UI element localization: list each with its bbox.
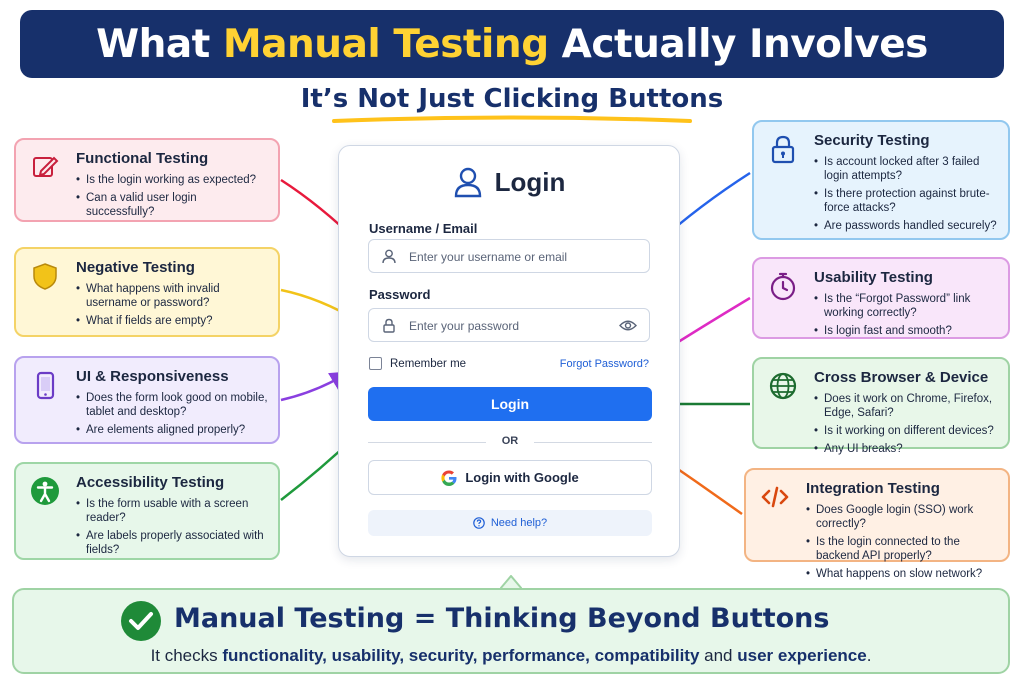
remember-checkbox[interactable] xyxy=(369,357,382,370)
list-item: Is there protection against brute-force … xyxy=(814,187,998,215)
card-title: Security Testing xyxy=(814,132,930,149)
username-label: Username / Email xyxy=(369,221,478,236)
page-title: What Manual Testing Actually Involves xyxy=(96,21,928,67)
card-usability-testing: Usability Testing Is the “Forgot Passwor… xyxy=(752,257,1010,339)
list-item: Can a valid user login successfully? xyxy=(76,191,268,219)
lock-icon xyxy=(383,318,395,333)
list-item: Any UI breaks? xyxy=(814,442,998,456)
summary-headline: Manual Testing = Thinking Beyond Buttons xyxy=(174,603,830,634)
card-accessibility-testing: Accessibility Testing Is the form usable… xyxy=(14,462,280,560)
login-title: Login xyxy=(494,166,566,197)
list-item: Is login fast and smooth? xyxy=(814,324,998,338)
card-title: UI & Responsiveness xyxy=(76,368,229,385)
banner-notch xyxy=(500,575,522,589)
list-item: Is the login connected to the backend AP… xyxy=(806,535,998,563)
login-form: Login Username / Email Enter your userna… xyxy=(338,145,680,557)
summary-text: It checks functionality, usability, secu… xyxy=(150,646,872,665)
card-negative-testing: Negative Testing What happens with inval… xyxy=(14,247,280,337)
eye-icon[interactable] xyxy=(619,319,637,332)
list-item: What happens with invalid username or pa… xyxy=(76,282,268,310)
check-icon xyxy=(121,601,161,641)
username-placeholder: Enter your username or email xyxy=(409,250,568,264)
card-title: Negative Testing xyxy=(76,259,195,276)
or-divider: OR xyxy=(368,435,652,449)
list-item: What if fields are empty? xyxy=(76,314,268,328)
list-item: Is the “Forgot Password” link working co… xyxy=(814,292,998,320)
card-ui-responsiveness: UI & Responsiveness Does the form look g… xyxy=(14,356,280,444)
card-title: Accessibility Testing xyxy=(76,474,225,491)
help-icon xyxy=(473,517,485,529)
help-label: Need help? xyxy=(490,517,548,529)
title-highlight: Manual Testing xyxy=(222,21,549,67)
remember-me[interactable]: Remember me xyxy=(369,357,466,370)
summary-banner: Manual Testing = Thinking Beyond Buttons… xyxy=(12,588,1010,674)
google-button-label: Login with Google xyxy=(465,470,579,485)
password-input[interactable]: Enter your password xyxy=(368,308,650,342)
list-item: Is the form usable with a screen reader? xyxy=(76,497,268,525)
google-login-button[interactable]: Login with Google xyxy=(368,460,652,495)
list-item: Are labels properly associated with fiel… xyxy=(76,529,268,557)
card-title: Usability Testing xyxy=(814,269,933,286)
google-icon xyxy=(441,470,457,486)
accessibility-icon xyxy=(31,477,59,505)
list-item: Are passwords handled securely? xyxy=(814,219,998,233)
code-icon xyxy=(761,486,789,508)
title-banner: What Manual Testing Actually Involves xyxy=(20,10,1004,78)
list-item: Does it work on Chrome, Firefox, Edge, S… xyxy=(814,392,998,420)
card-integration-testing: Integration Testing Does Google login (S… xyxy=(744,468,1010,581)
stopwatch-icon xyxy=(770,272,796,301)
login-header: Login xyxy=(339,166,679,198)
card-title: Cross Browser & Device xyxy=(814,369,989,386)
list-item: Is the login working as expected? xyxy=(76,173,268,187)
pencil-icon xyxy=(33,156,59,177)
remember-label: Remember me xyxy=(390,357,467,370)
login-button[interactable]: Login xyxy=(368,387,652,421)
username-input[interactable]: Enter your username or email xyxy=(368,239,650,273)
card-title: Functional Testing xyxy=(76,150,209,167)
user-icon xyxy=(454,167,481,198)
lock-icon xyxy=(771,135,795,164)
card-functional-testing: Functional Testing Is the login working … xyxy=(14,138,280,222)
list-item: Does the form look good on mobile, table… xyxy=(76,391,268,419)
subtitle-underline xyxy=(332,115,692,123)
list-item: Does Google login (SSO) work correctly? xyxy=(806,503,998,531)
card-security-testing: Security Testing Is account locked after… xyxy=(752,120,1010,240)
mobile-icon xyxy=(36,371,55,400)
forgot-password-link[interactable]: Forgot Password? xyxy=(559,358,649,370)
list-item: Is account locked after 3 failed login a… xyxy=(814,155,998,183)
need-help-link[interactable]: Need help? xyxy=(368,510,652,536)
card-cross-browser-device: Cross Browser & Device Does it work on C… xyxy=(752,357,1010,456)
password-label: Password xyxy=(369,287,431,302)
arrow-ui xyxy=(280,371,351,402)
shield-icon xyxy=(33,263,57,290)
card-title: Integration Testing xyxy=(806,480,940,497)
globe-icon xyxy=(769,372,797,400)
password-placeholder: Enter your password xyxy=(409,319,520,333)
list-item: Is it working on different devices? xyxy=(814,424,998,438)
page-subtitle: It’s Not Just Clicking Buttons xyxy=(300,84,724,114)
list-item: What happens on slow network? xyxy=(806,567,998,581)
list-item: Are elements aligned properly? xyxy=(76,423,268,437)
user-icon xyxy=(382,249,396,264)
